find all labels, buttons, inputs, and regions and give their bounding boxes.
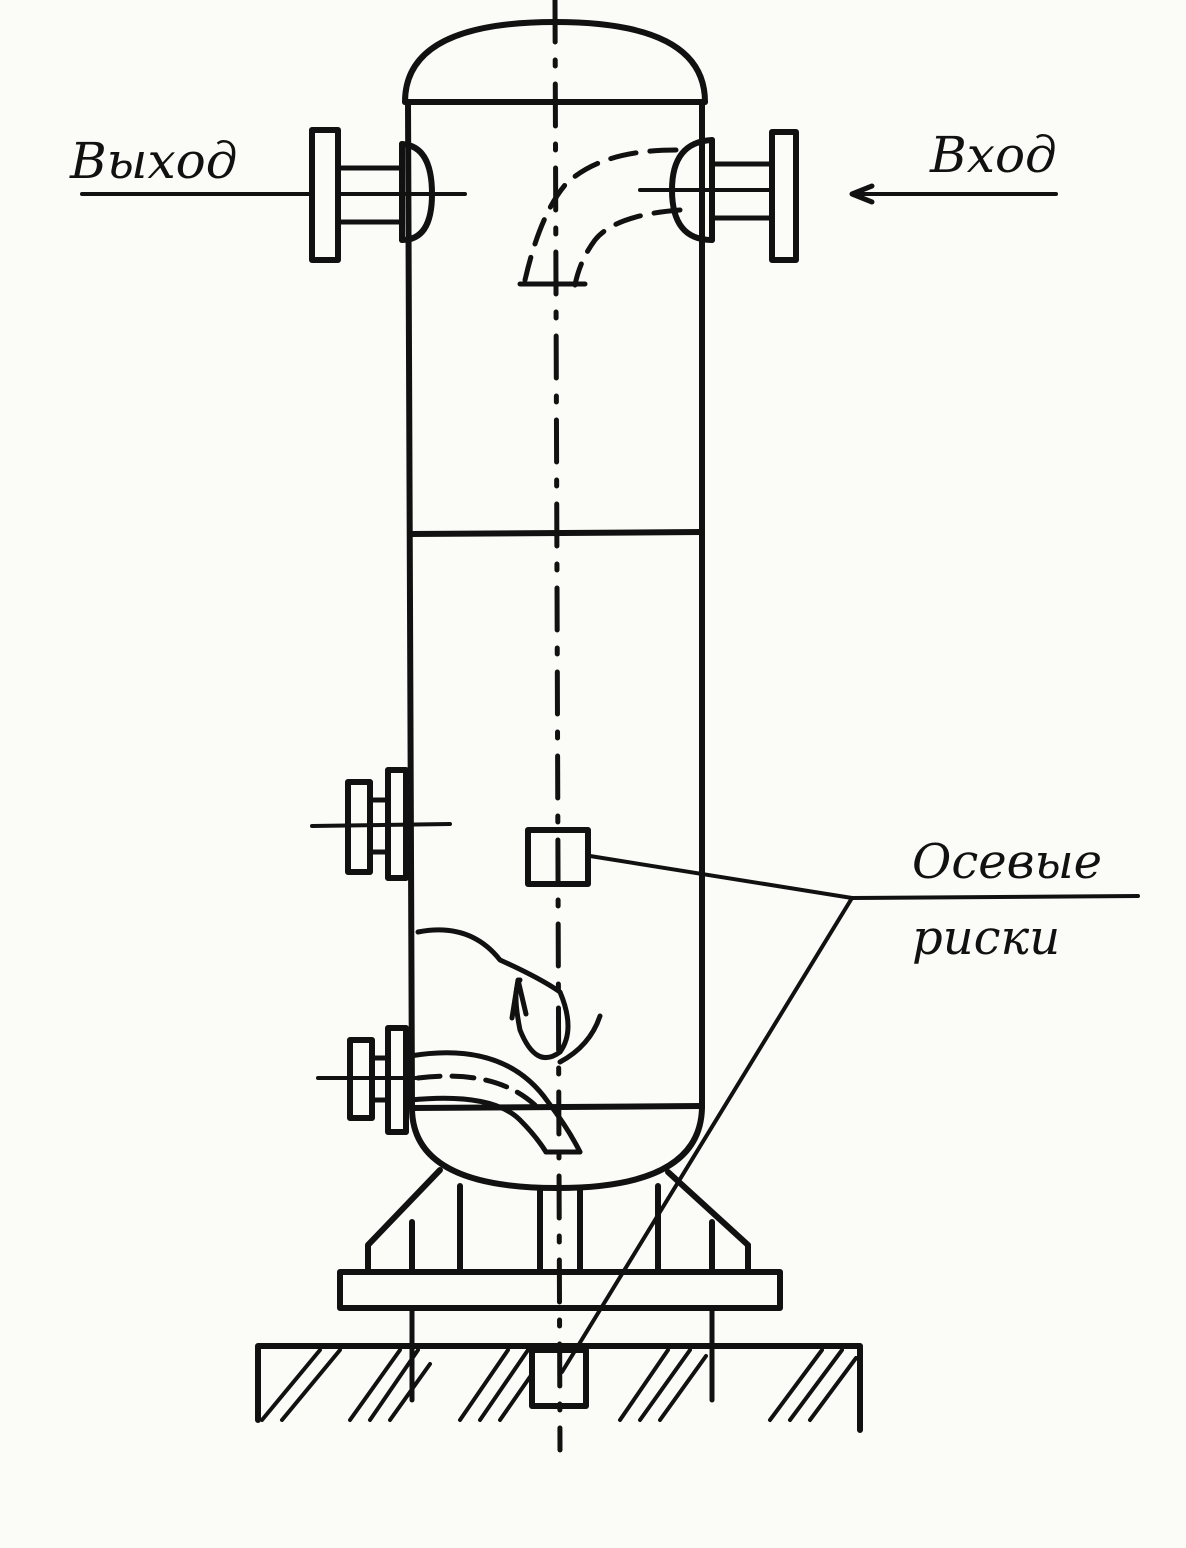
shell-left-wall	[405, 99, 415, 1111]
lower-nozzle-lower	[316, 1025, 422, 1135]
lower-nozzle-upper	[310, 767, 452, 881]
bottom-head-seam	[409, 1103, 705, 1111]
axial-mark-square	[525, 827, 591, 887]
shell-mid-seam	[407, 529, 705, 537]
support-legs	[365, 1167, 751, 1275]
base-plate	[337, 1269, 783, 1311]
anchor-bolts	[409, 1305, 715, 1409]
inlet-label: Вход	[929, 126, 1057, 184]
axial-marks-label-line2: риски	[912, 910, 1060, 966]
foundation	[255, 1343, 863, 1433]
swirl-element	[415, 927, 603, 1065]
bottom-internal-pipe	[407, 1050, 583, 1155]
top-head	[402, 19, 708, 105]
inlet-arrow-head	[849, 183, 875, 205]
outlet-label: Выход	[69, 132, 237, 190]
inlet-nozzle	[638, 129, 799, 263]
axial-marks-leader	[560, 854, 1140, 1374]
axial-marks-label-line1: Осевые	[912, 834, 1102, 890]
inlet-internal-pipe	[517, 147, 683, 288]
bottom-head	[409, 1103, 705, 1191]
outlet-nozzle	[309, 127, 467, 263]
center-axis	[552, 0, 563, 1453]
